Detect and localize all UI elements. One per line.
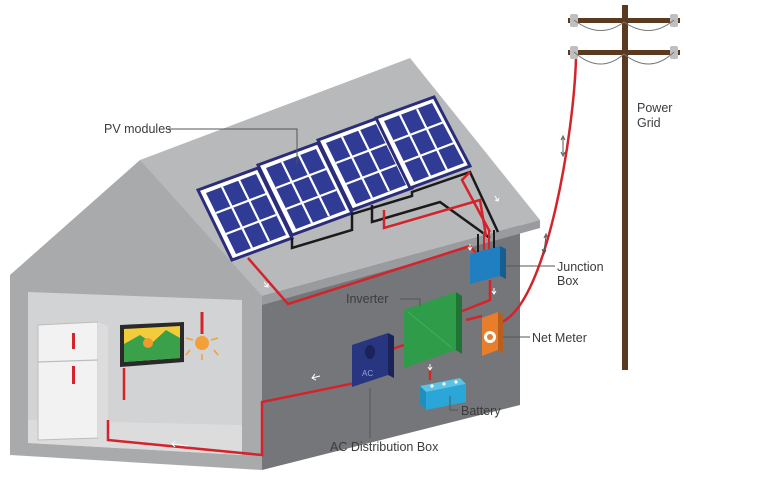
label-ac-distribution-box: AC Distribution Box xyxy=(330,440,439,454)
inverter-leader xyxy=(400,298,421,306)
ac-distribution-box: AC xyxy=(352,333,394,387)
label-power-grid-line2: Grid xyxy=(637,116,661,130)
power-pole xyxy=(568,5,680,370)
flow-arrows xyxy=(171,134,566,448)
ceiling-lamp xyxy=(185,312,219,360)
pv-module-4 xyxy=(373,95,473,190)
roof-edge xyxy=(262,220,540,305)
label-net-meter: Net Meter xyxy=(532,331,587,345)
inverter xyxy=(404,292,462,368)
label-battery: Battery xyxy=(461,404,501,418)
leader-lines xyxy=(168,128,555,438)
interior-wiring xyxy=(106,368,361,457)
pv-module-2 xyxy=(255,141,355,237)
refrigerator xyxy=(37,321,108,441)
label-inverter: Inverter xyxy=(346,292,388,306)
roof-wiring xyxy=(247,170,500,306)
ac-box-mark: AC xyxy=(362,369,373,378)
net-meter xyxy=(482,312,503,356)
junction-box xyxy=(470,230,506,284)
pv-modules-leader xyxy=(168,128,298,164)
pv-modules xyxy=(195,95,473,262)
label-junction-box-line1: Junction xyxy=(557,260,604,274)
label-power-grid-line1: Power xyxy=(637,101,672,115)
wall-tv xyxy=(120,322,184,367)
battery-leader xyxy=(449,396,458,411)
battery xyxy=(420,378,466,410)
label-pv-modules: PV modules xyxy=(104,122,171,136)
label-junction-box-line2: Box xyxy=(557,274,579,288)
